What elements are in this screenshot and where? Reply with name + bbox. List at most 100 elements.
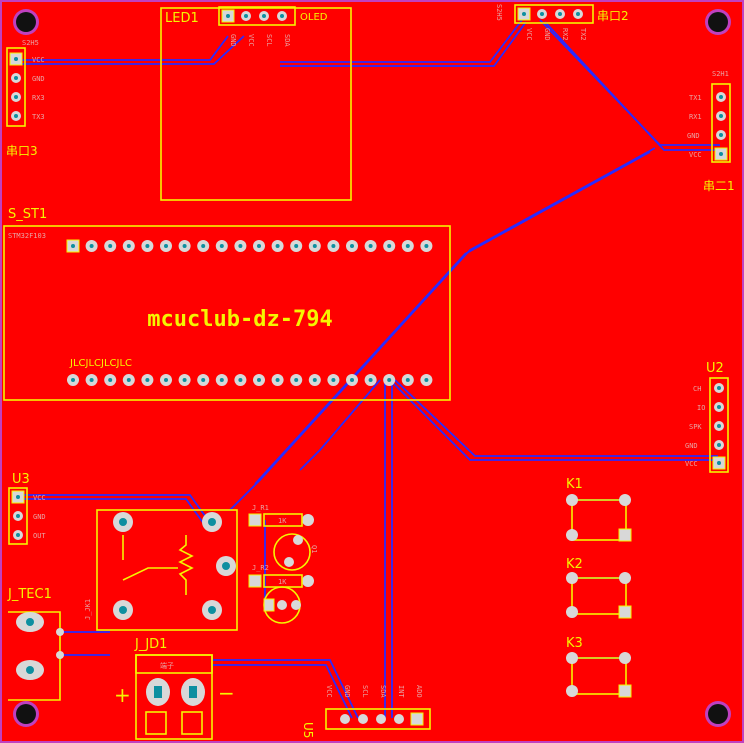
r2-value: 1K [278, 578, 287, 586]
uart1-tag: S2H1 [712, 70, 729, 78]
oled-pin-3: SCL [265, 34, 273, 47]
button-k1: K1 [566, 477, 632, 542]
jd-minus: − [218, 681, 235, 705]
u5-ref: U5 [301, 722, 315, 738]
u5-pin-6: ADO [415, 685, 423, 698]
mcu-pin-hole [145, 244, 150, 248]
mcu-ref: S_ST1 [8, 207, 47, 222]
u2-pin-5: VCC [685, 460, 698, 468]
oled-pin-4: SDA [283, 34, 291, 47]
mcu-top-tag: STM32F103 [8, 232, 46, 240]
uart2-pin-2: GND [543, 28, 551, 41]
u2-pin-1: CH [693, 385, 701, 393]
u5-pin-5: INT [397, 685, 405, 698]
mcu-pin-hole [238, 378, 243, 382]
mcu-pin-hole [312, 378, 317, 382]
mcu-pin-hole [312, 244, 317, 248]
oled-name: OLED [300, 12, 328, 23]
u3-ref: U3 [12, 472, 30, 487]
mcu-pin-hole [350, 378, 354, 382]
k3-ref: K3 [566, 636, 583, 651]
mcu-pin-hole [368, 244, 373, 248]
mcu-pin-hole [71, 378, 75, 382]
oled-pin-1: GND [229, 34, 237, 47]
u5-pin-1: VCC [325, 685, 333, 698]
mcu-pin-hole [387, 244, 392, 248]
mcu-pin-hole [145, 378, 150, 382]
uart1-pin-3: GND [687, 132, 700, 140]
uart3-header: S2H5 VCC GND RX3 TX3 串口3 [6, 39, 45, 158]
uart1-ref: 串二1 [703, 179, 735, 193]
jd-ref: J_JD1 [134, 637, 167, 652]
uart3-tag: S2H5 [22, 39, 39, 47]
mcu-pin-hole [164, 378, 168, 382]
mcu-pin-hole [108, 244, 113, 248]
mcu-bottom-pin-row [67, 374, 433, 386]
mcu-pin-hole [182, 378, 187, 382]
u5-pin-3: SCL [361, 685, 369, 698]
uart1-header: S2H1 TX1 RX1 GND VCC 串二1 [687, 70, 735, 193]
jd-plus: + [114, 683, 131, 707]
uart1-pin-1: TX1 [689, 94, 702, 102]
tec-connector: J_TEC1 [7, 587, 64, 701]
mcu-pin-hole [201, 244, 206, 248]
k2-ref: K2 [566, 557, 583, 572]
oled-module: LED1 OLED GND VCC SCL SDA [160, 6, 352, 201]
mcu-module: S_ST1 STM32F103 JLCJLCJLCJLC mcuclub-dz-… [3, 207, 451, 401]
board-title: mcuclub-dz-794 [147, 307, 332, 332]
mcu-pin-hole [331, 244, 336, 248]
k1-ref: K1 [566, 477, 583, 492]
mcu-pin-hole [219, 244, 224, 248]
uart1-pin-2: RX1 [689, 113, 702, 121]
uart3-ref: 串口3 [6, 144, 38, 158]
mcu-pin-hole [108, 378, 113, 382]
uart2-ref: 串口2 [597, 9, 629, 23]
uart1-pin-4: VCC [689, 151, 702, 159]
mcu-pin-hole [275, 378, 280, 382]
resistor-r2: J_R2 1K [248, 564, 314, 624]
mcu-pin-hole [182, 244, 187, 248]
r2-ref: J_R2 [252, 564, 269, 572]
u3-pin-2: GND [33, 513, 46, 521]
mcu-pin-hole [368, 378, 373, 382]
mcu-pin-hole [164, 244, 168, 248]
r1-value: 1K [278, 517, 287, 525]
mcu-pin-hole [71, 244, 75, 248]
mcu-pin-hole [275, 244, 280, 248]
mcu-top-pin-row [66, 239, 433, 253]
mcu-pin-hole [405, 378, 410, 382]
button-k3: K3 [566, 636, 632, 698]
mcu-pin-hole [126, 378, 131, 382]
uart3-pin-3: RX3 [32, 94, 45, 102]
mcu-pin-hole [238, 244, 243, 248]
oled-ref: LED1 [165, 11, 199, 26]
u2-pin-4: GND [685, 442, 698, 450]
mcu-pin-hole [331, 378, 336, 382]
uart2-pin-4: TX2 [579, 28, 587, 41]
uart2-pin-1: VCC [525, 28, 533, 41]
mcu-pin-hole [257, 244, 261, 248]
u2-module: U2 CH IO SPK GND VCC [685, 361, 729, 473]
u5-module: U5 VCC GND SCL SDA INT ADO [301, 685, 431, 738]
u3-pin-1: VCC [33, 494, 46, 502]
mounting-holes [13, 9, 731, 727]
u2-ref: U2 [706, 361, 724, 376]
mcu-pin-hole [201, 378, 206, 382]
uart3-pin-1: VCC [32, 56, 45, 64]
tec-ref: J_TEC1 [7, 587, 52, 602]
mcu-pin-hole [126, 244, 131, 248]
jd-terminal: J_JD1 端子 + − [114, 637, 235, 740]
mcu-pin-hole [424, 378, 429, 382]
button-k2: K2 [566, 557, 632, 619]
u3-module: U3 VCC GND OUT [8, 472, 46, 545]
u5-pin-4: SDA [379, 685, 387, 698]
mcu-pin-hole [294, 378, 299, 382]
oled-pin-2: VCC [247, 34, 255, 47]
mcu-pin-hole [387, 378, 392, 382]
jk-potentiometer: J_JK1 [84, 509, 238, 631]
mcu-pin-hole [405, 244, 410, 248]
resistor-r1: J_R1 1K [248, 504, 314, 527]
jd-label: 端子 [160, 661, 174, 670]
